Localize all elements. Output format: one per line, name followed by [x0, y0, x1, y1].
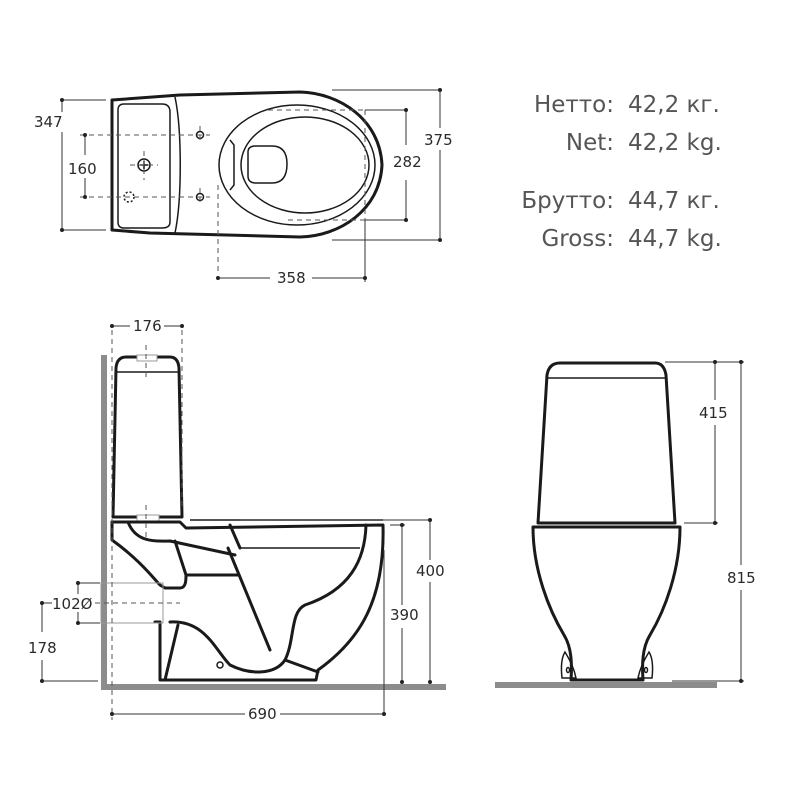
dim-347: 347 — [34, 113, 63, 131]
dim-415: 415 — [699, 404, 728, 422]
weight-label: Net: — [565, 130, 614, 156]
dim-390: 390 — [390, 606, 419, 624]
dim-815: 815 — [727, 569, 756, 587]
weights-panel: Нетто: 42,2 кг. Net: 42,2 kg. Брутто: 44… — [480, 86, 740, 258]
side-view: 176 102Ø 178 400 390 690 — [28, 317, 446, 723]
dim-400: 400 — [416, 562, 445, 580]
weight-label: Gross: — [541, 226, 614, 252]
dim-358: 358 — [277, 269, 306, 287]
weight-label: Брутто: — [521, 188, 614, 214]
weight-row-netto: Нетто: 42,2 кг. — [480, 86, 740, 124]
weight-value: 42,2 кг. — [628, 92, 720, 118]
weight-value: 44,7 kg. — [628, 226, 722, 252]
weight-value: 42,2 kg. — [628, 130, 722, 156]
weight-label: Нетто: — [533, 92, 614, 118]
weight-row-net: Net: 42,2 kg. — [480, 124, 740, 162]
dim-690: 690 — [248, 705, 277, 723]
weight-row-gross: Gross: 44,7 kg. — [480, 220, 740, 258]
dim-160: 160 — [68, 160, 97, 178]
dim-282: 282 — [393, 153, 422, 171]
top-view: 347 160 375 282 358 — [34, 88, 453, 287]
dim-102: 102Ø — [52, 595, 93, 613]
dim-178: 178 — [28, 639, 57, 657]
weight-row-brutto: Брутто: 44,7 кг. — [480, 182, 740, 220]
dim-375: 375 — [424, 131, 453, 149]
dim-176: 176 — [133, 317, 162, 335]
weight-value: 44,7 кг. — [628, 188, 720, 214]
front-view: 415 815 — [495, 360, 756, 688]
